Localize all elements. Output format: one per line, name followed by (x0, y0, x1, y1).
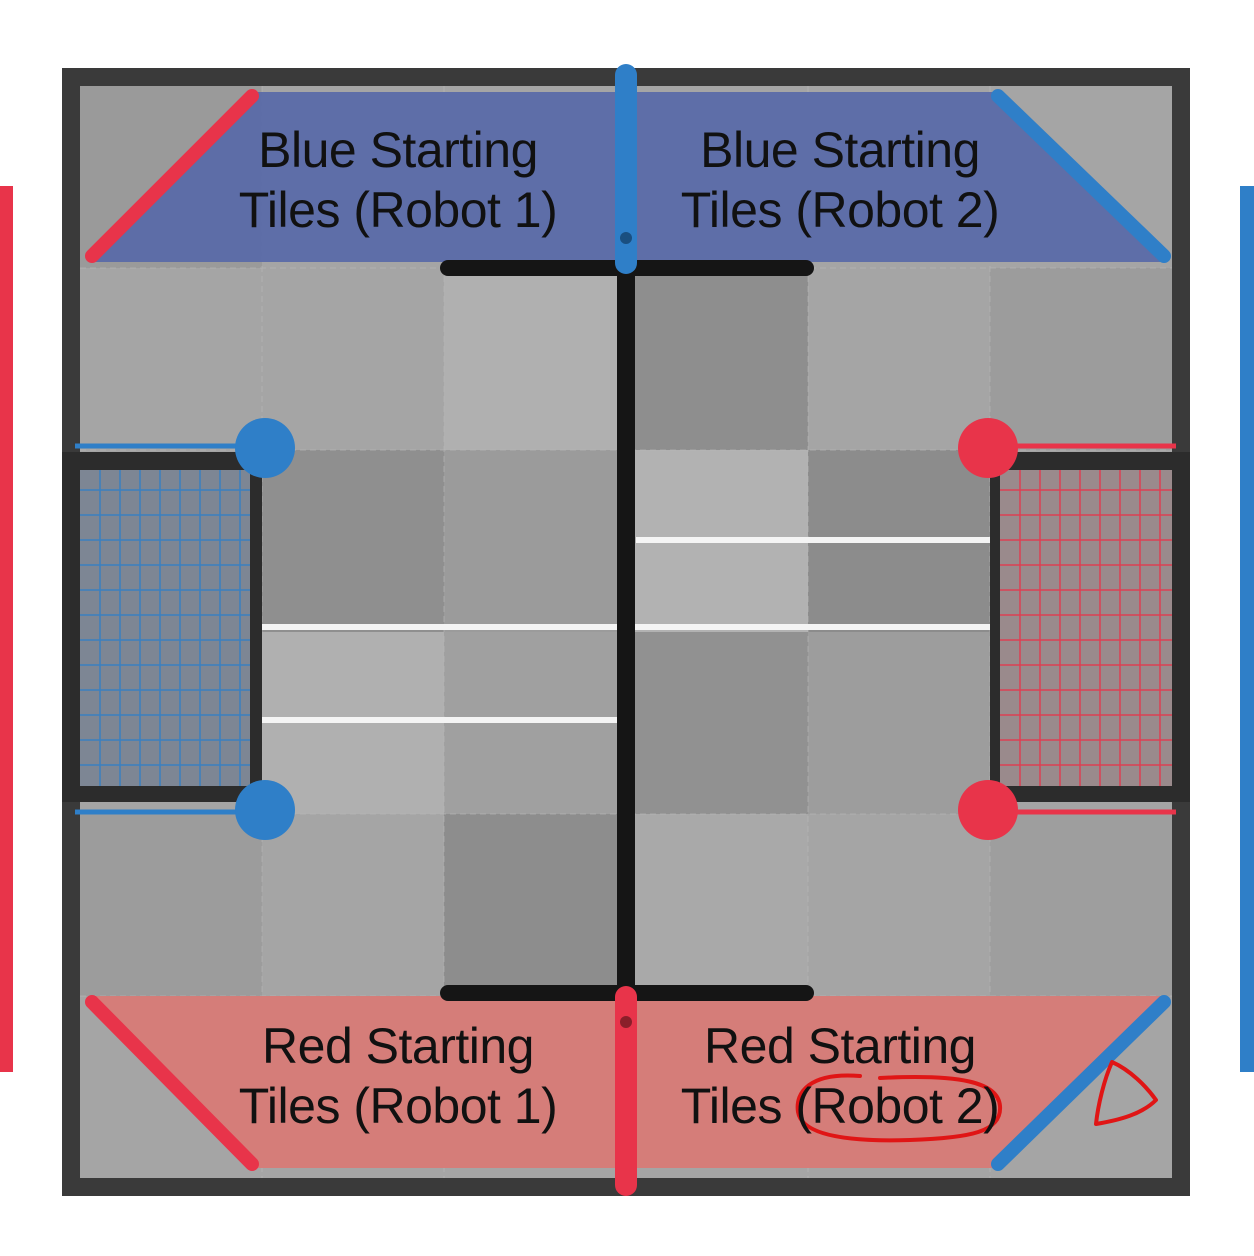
red-robot1-line1: Red Starting (262, 1018, 534, 1074)
red-robot1-line2: Tiles (Robot 1) (238, 1078, 558, 1134)
blue-alliance-bar (1240, 186, 1254, 1072)
handwritten-annotations (795, 1060, 1158, 1143)
blue-robot1-zone-label: Blue Starting Tiles (Robot 1) (218, 120, 578, 240)
blue-robot1-line2: Tiles (Robot 1) (238, 182, 558, 238)
circle-annotation (795, 1073, 1003, 1143)
center-barrier (440, 64, 814, 1196)
blue-robot2-zone-label: Blue Starting Tiles (Robot 2) (660, 120, 1020, 240)
triangle-annotation (1094, 1060, 1158, 1126)
blue-goal (62, 418, 295, 840)
blue-robot2-line2: Tiles (Robot 2) (680, 182, 1000, 238)
blue-robot2-line1: Blue Starting (700, 122, 980, 178)
red-robot2-line2: Tiles (Robot 2) (680, 1078, 1000, 1134)
red-goal (958, 418, 1190, 840)
corner-barriers (85, 89, 1171, 1171)
red-robot1-zone-label: Red Starting Tiles (Robot 1) (218, 1016, 578, 1136)
blue-robot1-line1: Blue Starting (258, 122, 538, 178)
red-robot2-line1: Red Starting (704, 1018, 976, 1074)
red-alliance-bar (0, 186, 13, 1072)
red-robot2-zone-label: Red Starting Tiles (Robot 2) (660, 1016, 1020, 1136)
